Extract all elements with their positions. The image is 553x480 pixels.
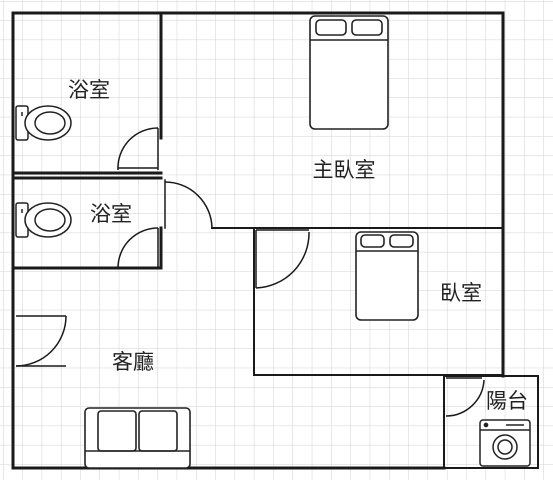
room-label-bath-top: 浴室 [68, 78, 110, 102]
room-label-bath-bottom: 浴室 [90, 202, 132, 226]
room-label-master-bedroom: 主臥室 [313, 158, 376, 182]
room-label-bedroom: 臥室 [440, 281, 482, 305]
room-label-living-room: 客廳 [112, 350, 154, 374]
room-label-balcony: 陽台 [486, 389, 528, 413]
toilet-icon [15, 105, 72, 141]
walls [11, 11, 539, 470]
sofa-icon [84, 407, 191, 469]
bed-icon [355, 231, 419, 321]
washing-machine-icon [479, 419, 531, 467]
bed-icon [309, 15, 389, 130]
doors [15, 127, 485, 417]
toilet-icon [15, 202, 72, 238]
